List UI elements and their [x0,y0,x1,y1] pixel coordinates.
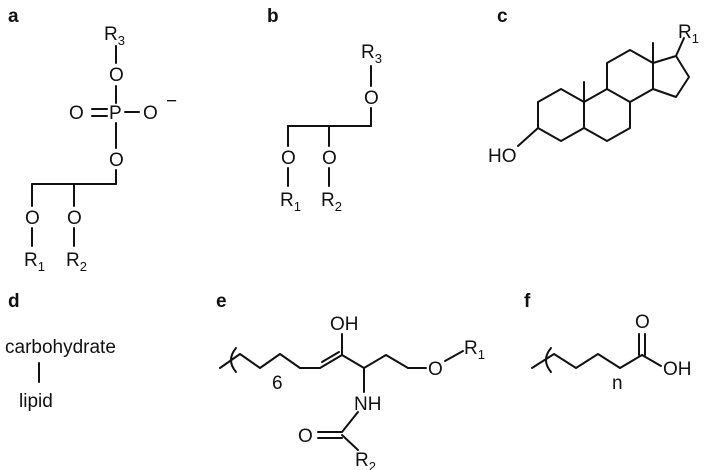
panel-e-r1-atom: R1 [464,338,485,362]
panel-b-oxygen-sn3: O [364,88,379,109]
panel-b-bonds [287,65,372,187]
panel-a-r1-atom: R1 [24,250,45,274]
panel-a-oxygen-sn1: O [25,208,40,229]
panel-a-negative-charge: − [166,91,177,112]
panel-c: c R1 HO [488,6,699,167]
panel-e-label: e [216,291,227,312]
panel-f: f n O OH [524,291,692,394]
panel-b-r2-atom: R2 [321,190,342,214]
panel-a-oxygen-sn2: O [67,208,82,229]
panel-f-repeat-count: n [612,373,623,394]
panel-e-ether-oxygen: O [428,359,443,380]
panel-c-label: c [497,6,508,27]
panel-b-r3-atom: R3 [361,42,382,66]
panel-a-bonds [31,45,140,247]
panel-a: a R3 O O P O − O O O R1 R2 [8,6,177,274]
panel-e-bonds [219,333,464,451]
panel-b-oxygen-sn1: O [281,148,296,169]
panel-a-oxygen-top: O [109,65,124,86]
panel-c-hydroxyl: HO [488,146,517,167]
panel-e: e [216,291,485,470]
panel-a-oxygen-anion: O [143,103,158,124]
panel-b: b R3 O O O R1 R2 [267,6,382,214]
panel-a-oxygen-bridge: O [109,150,124,171]
panel-d-label: d [8,291,20,312]
panel-b-r1-atom: R1 [280,190,301,214]
panel-c-r1-atom: R1 [678,22,699,46]
panel-a-label: a [8,6,19,27]
panel-f-bonds [531,333,662,373]
panel-c-ring-bonds [517,37,690,147]
panel-d: d carbohydrate lipid [5,291,116,412]
panel-a-r2-atom: R2 [66,250,87,274]
panel-f-hydroxyl: OH [663,359,692,380]
panel-d-carbohydrate-text: carbohydrate [5,337,116,358]
panel-b-oxygen-sn2: O [322,148,337,169]
panel-a-oxygen-double: O [69,103,84,124]
panel-e-hydroxyl: OH [330,314,359,335]
panel-e-repeat-count: 6 [272,373,283,394]
panel-d-lipid-text: lipid [19,391,53,412]
panel-e-amine: NH [354,394,381,415]
panel-b-label: b [267,6,279,27]
panel-f-label: f [524,291,531,312]
panel-a-r3-atom: R3 [104,24,125,48]
panel-e-r2-atom: R2 [355,450,376,470]
panel-e-carbonyl-oxygen: O [298,426,313,447]
panel-a-phosphorus: P [109,103,122,124]
panel-f-carbonyl-oxygen: O [635,312,650,333]
